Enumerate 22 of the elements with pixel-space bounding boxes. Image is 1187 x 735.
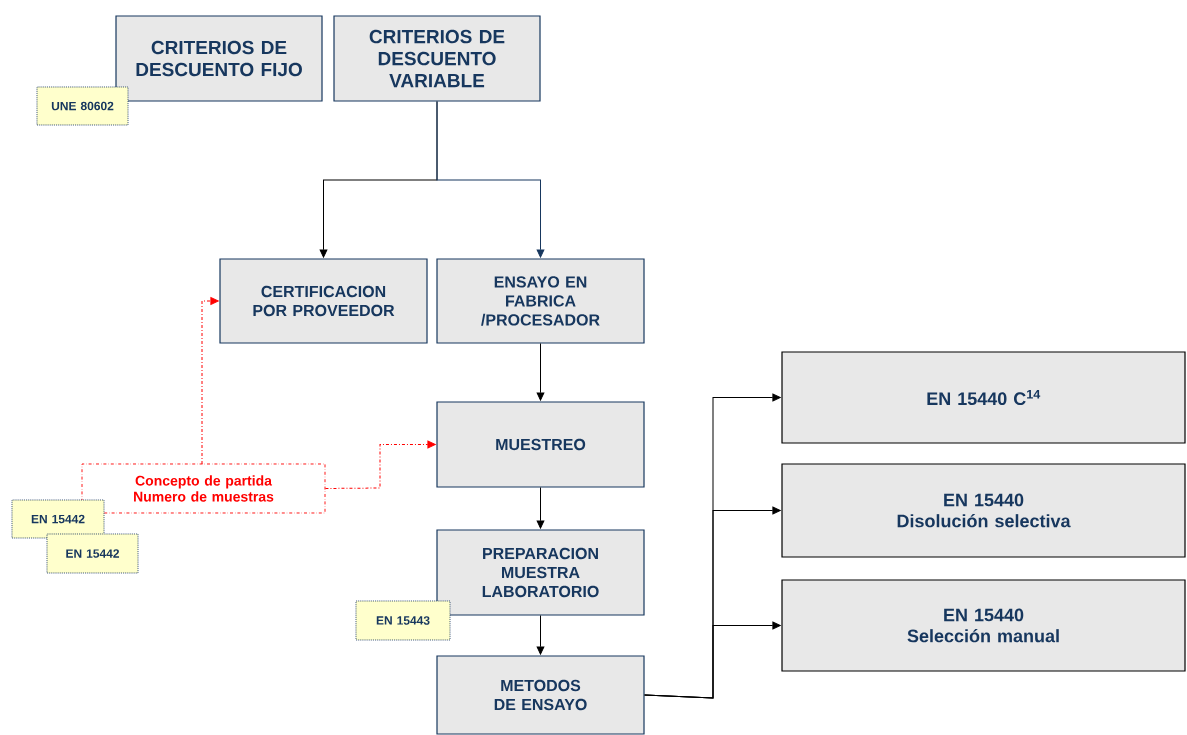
arrow: [644, 621, 781, 699]
note-box: Concepto de partida Numero de muestras: [81, 463, 326, 514]
arrow: [436, 101, 545, 258]
arrow: [536, 487, 545, 529]
dash-dot-arrow: [324, 440, 436, 489]
standard-tag: EN 15442: [46, 533, 139, 574]
process-box: CRITERIOS DE DESCUENTO FIJO: [115, 15, 323, 102]
arrow: [536, 343, 545, 401]
standard-tag: EN 15443: [355, 600, 451, 641]
process-box: MUESTREO: [436, 401, 645, 488]
dash-dot-arrow: [201, 297, 219, 465]
process-box: EN 15440 Selección manual: [781, 579, 1186, 672]
arrow: [536, 615, 545, 655]
process-box: METODOS DE ENSAYO: [436, 655, 645, 735]
process-box: ENSAYO EN FABRICA /PROCESADOR: [436, 258, 645, 344]
process-box: CERTIFICACION POR PROVEEDOR: [219, 258, 428, 344]
standard-tag: UNE 80602: [36, 86, 129, 126]
process-box: CRITERIOS DE DESCUENTO VARIABLE: [333, 15, 541, 102]
process-box: PREPARACION MUESTRA LABORATORIO: [436, 529, 645, 616]
standard-tag: EN 15442: [11, 499, 105, 539]
process-box: EN 15440 Disolución selectiva: [781, 463, 1186, 558]
process-box: EN 15440 C$^{14}$: [781, 351, 1186, 444]
